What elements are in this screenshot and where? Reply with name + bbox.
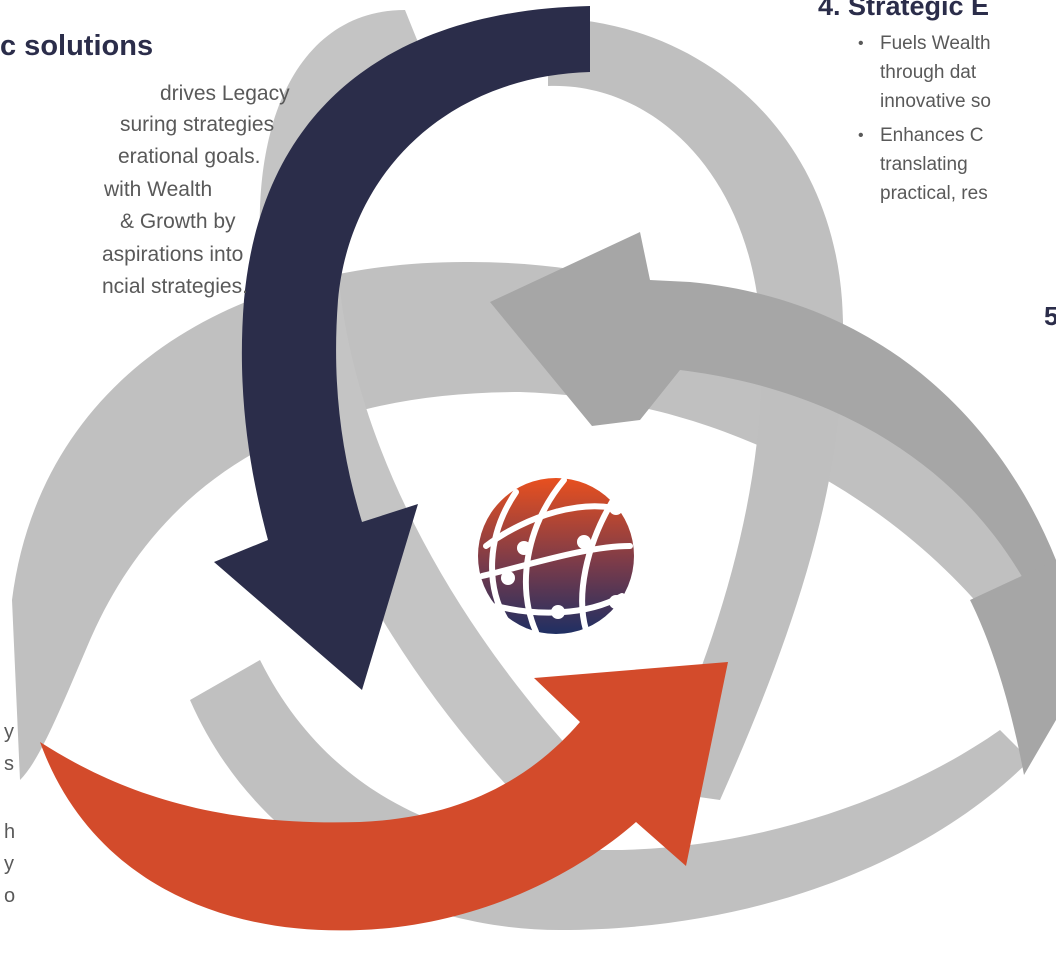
network-globe-icon — [478, 477, 634, 635]
left-line: & Growth by — [120, 210, 236, 233]
right-number: 5 — [1044, 301, 1056, 331]
bullet-dot: • — [858, 35, 864, 52]
right-line: through dat — [880, 62, 977, 83]
right-line: innovative so — [880, 91, 991, 112]
right-line: translating — [880, 154, 968, 175]
right-line: practical, res — [880, 183, 988, 204]
left-line: drives Legacy — [160, 82, 290, 105]
right-line: Fuels Wealth — [880, 33, 991, 54]
fragment: y — [4, 853, 14, 875]
gray-loop-top — [548, 18, 844, 800]
fragment: o — [4, 885, 16, 907]
gray-arrow-tail — [970, 560, 1056, 775]
navy-arrow — [214, 6, 590, 690]
orange-arrow — [40, 662, 728, 931]
left-line: aspirations into — [102, 243, 244, 266]
right-line: Enhances C — [880, 125, 984, 146]
bullet-dot: • — [858, 127, 864, 144]
left-line: erational goals. — [118, 145, 261, 168]
right-heading: 4. Strategic E — [818, 0, 990, 21]
left-line: suring strategies — [120, 113, 275, 136]
fragment: s — [4, 753, 14, 775]
left-heading: c solutions — [0, 30, 154, 62]
left-line: with Wealth — [104, 178, 213, 201]
fragment: y — [4, 721, 14, 743]
left-line: ncial strategies. — [102, 275, 248, 298]
fragment: h — [4, 821, 16, 843]
gray-arrow — [490, 232, 1056, 650]
